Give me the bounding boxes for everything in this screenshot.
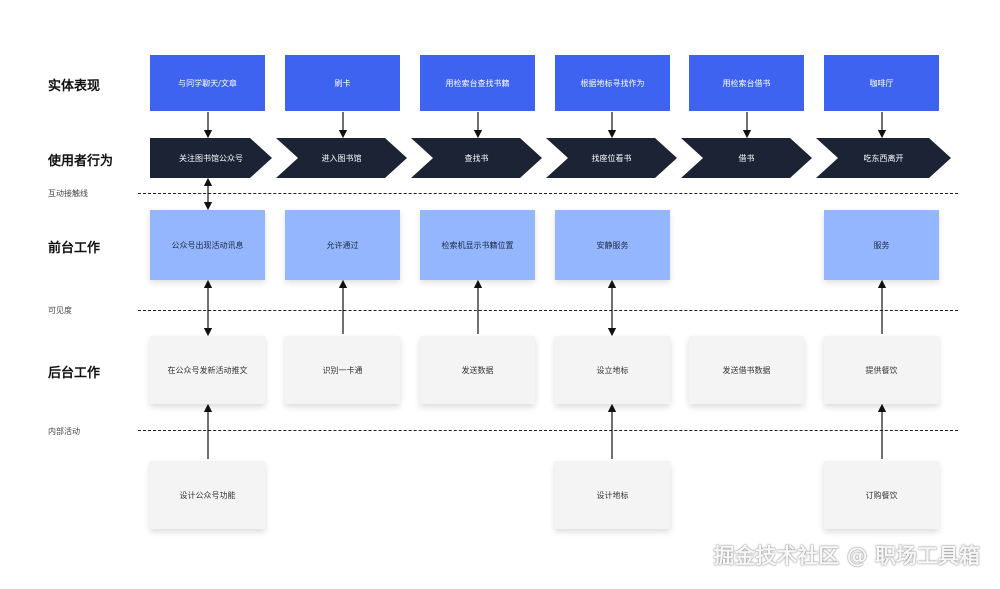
back-stage-box: 发送数据 bbox=[420, 336, 535, 404]
internal-activity-box: 设计地标 bbox=[555, 461, 670, 529]
physical-box: 用检索台借书 bbox=[689, 55, 804, 111]
user-action-chevron: 吃东西离开 bbox=[816, 138, 951, 178]
back-stage-box: 设立地标 bbox=[555, 336, 670, 404]
physical-box: 刷卡 bbox=[285, 55, 400, 111]
front-stage-box: 公众号出现活动讯息 bbox=[150, 210, 265, 280]
physical-box: 用检索台查找书籍 bbox=[420, 55, 535, 111]
physical-box: 咖啡厅 bbox=[824, 55, 939, 111]
row-label-user-behavior: 使用者行为 bbox=[48, 154, 114, 169]
front-stage-box: 安静服务 bbox=[555, 210, 670, 280]
internal-activity-box: 设计公众号功能 bbox=[150, 461, 265, 529]
row-label-front-stage: 前台工作 bbox=[48, 241, 101, 256]
back-stage-box: 在公众号发新活动推文 bbox=[150, 336, 265, 404]
back-stage-box: 发送借书数据 bbox=[689, 336, 804, 404]
line-label-visibility: 可见度 bbox=[48, 306, 72, 315]
physical-box: 与同学聊天/文章 bbox=[150, 55, 265, 111]
user-action-chevron: 关注图书馆公众号 bbox=[150, 138, 272, 178]
back-stage-box: 识别一卡通 bbox=[285, 336, 400, 404]
user-action-chevron: 借书 bbox=[681, 138, 812, 178]
internal-line bbox=[138, 430, 958, 431]
internal-activity-box: 订购餐饮 bbox=[824, 461, 939, 529]
back-stage-box: 提供餐饮 bbox=[824, 336, 939, 404]
physical-box: 根据地标寻找作为 bbox=[555, 55, 670, 111]
line-label-interaction: 互动接触线 bbox=[48, 189, 88, 198]
line-label-internal: 内部活动 bbox=[48, 427, 80, 436]
interaction-line bbox=[138, 193, 958, 194]
row-label-physical: 实体表现 bbox=[48, 79, 101, 94]
front-stage-box: 允许通过 bbox=[285, 210, 400, 280]
front-stage-box: 服务 bbox=[824, 210, 939, 280]
visibility-line bbox=[138, 310, 958, 311]
front-stage-box: 检索机显示书籍位置 bbox=[420, 210, 535, 280]
row-label-back-stage: 后台工作 bbox=[48, 366, 101, 381]
watermark: 掘金技术社区 @ 职场工具箱 bbox=[713, 544, 980, 568]
